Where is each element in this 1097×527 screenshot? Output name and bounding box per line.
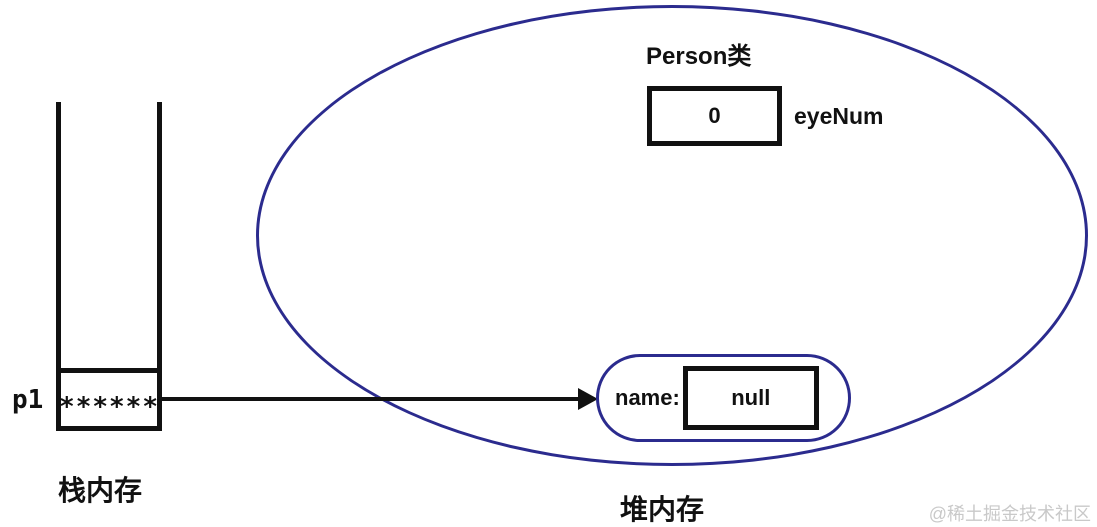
name-value-text: null — [731, 385, 771, 410]
name-value-box: null — [682, 366, 819, 430]
name-field-capsule: name: null — [596, 354, 851, 442]
name-field-label: name: — [615, 385, 680, 410]
pointer-value-text: ****** — [59, 391, 159, 422]
eyenum-field-label: eyeNum — [794, 103, 884, 129]
stack-memory-container — [56, 102, 162, 370]
pointer-label: p1 — [12, 385, 44, 415]
reference-arrow-line — [160, 397, 582, 401]
stack-cell-p1: ****** — [56, 368, 162, 431]
eyenum-value-text: 0 — [708, 103, 721, 128]
heap-caption: 堆内存 — [620, 494, 705, 525]
heap-ellipse-outline — [256, 5, 1088, 466]
class-title: Person类 — [646, 43, 752, 70]
stack-caption: 栈内存 — [58, 475, 143, 506]
watermark-text: @稀土掘金技术社区 — [928, 504, 1091, 524]
eyenum-value-box: 0 — [647, 86, 782, 146]
reference-arrow-head-icon — [578, 388, 598, 410]
